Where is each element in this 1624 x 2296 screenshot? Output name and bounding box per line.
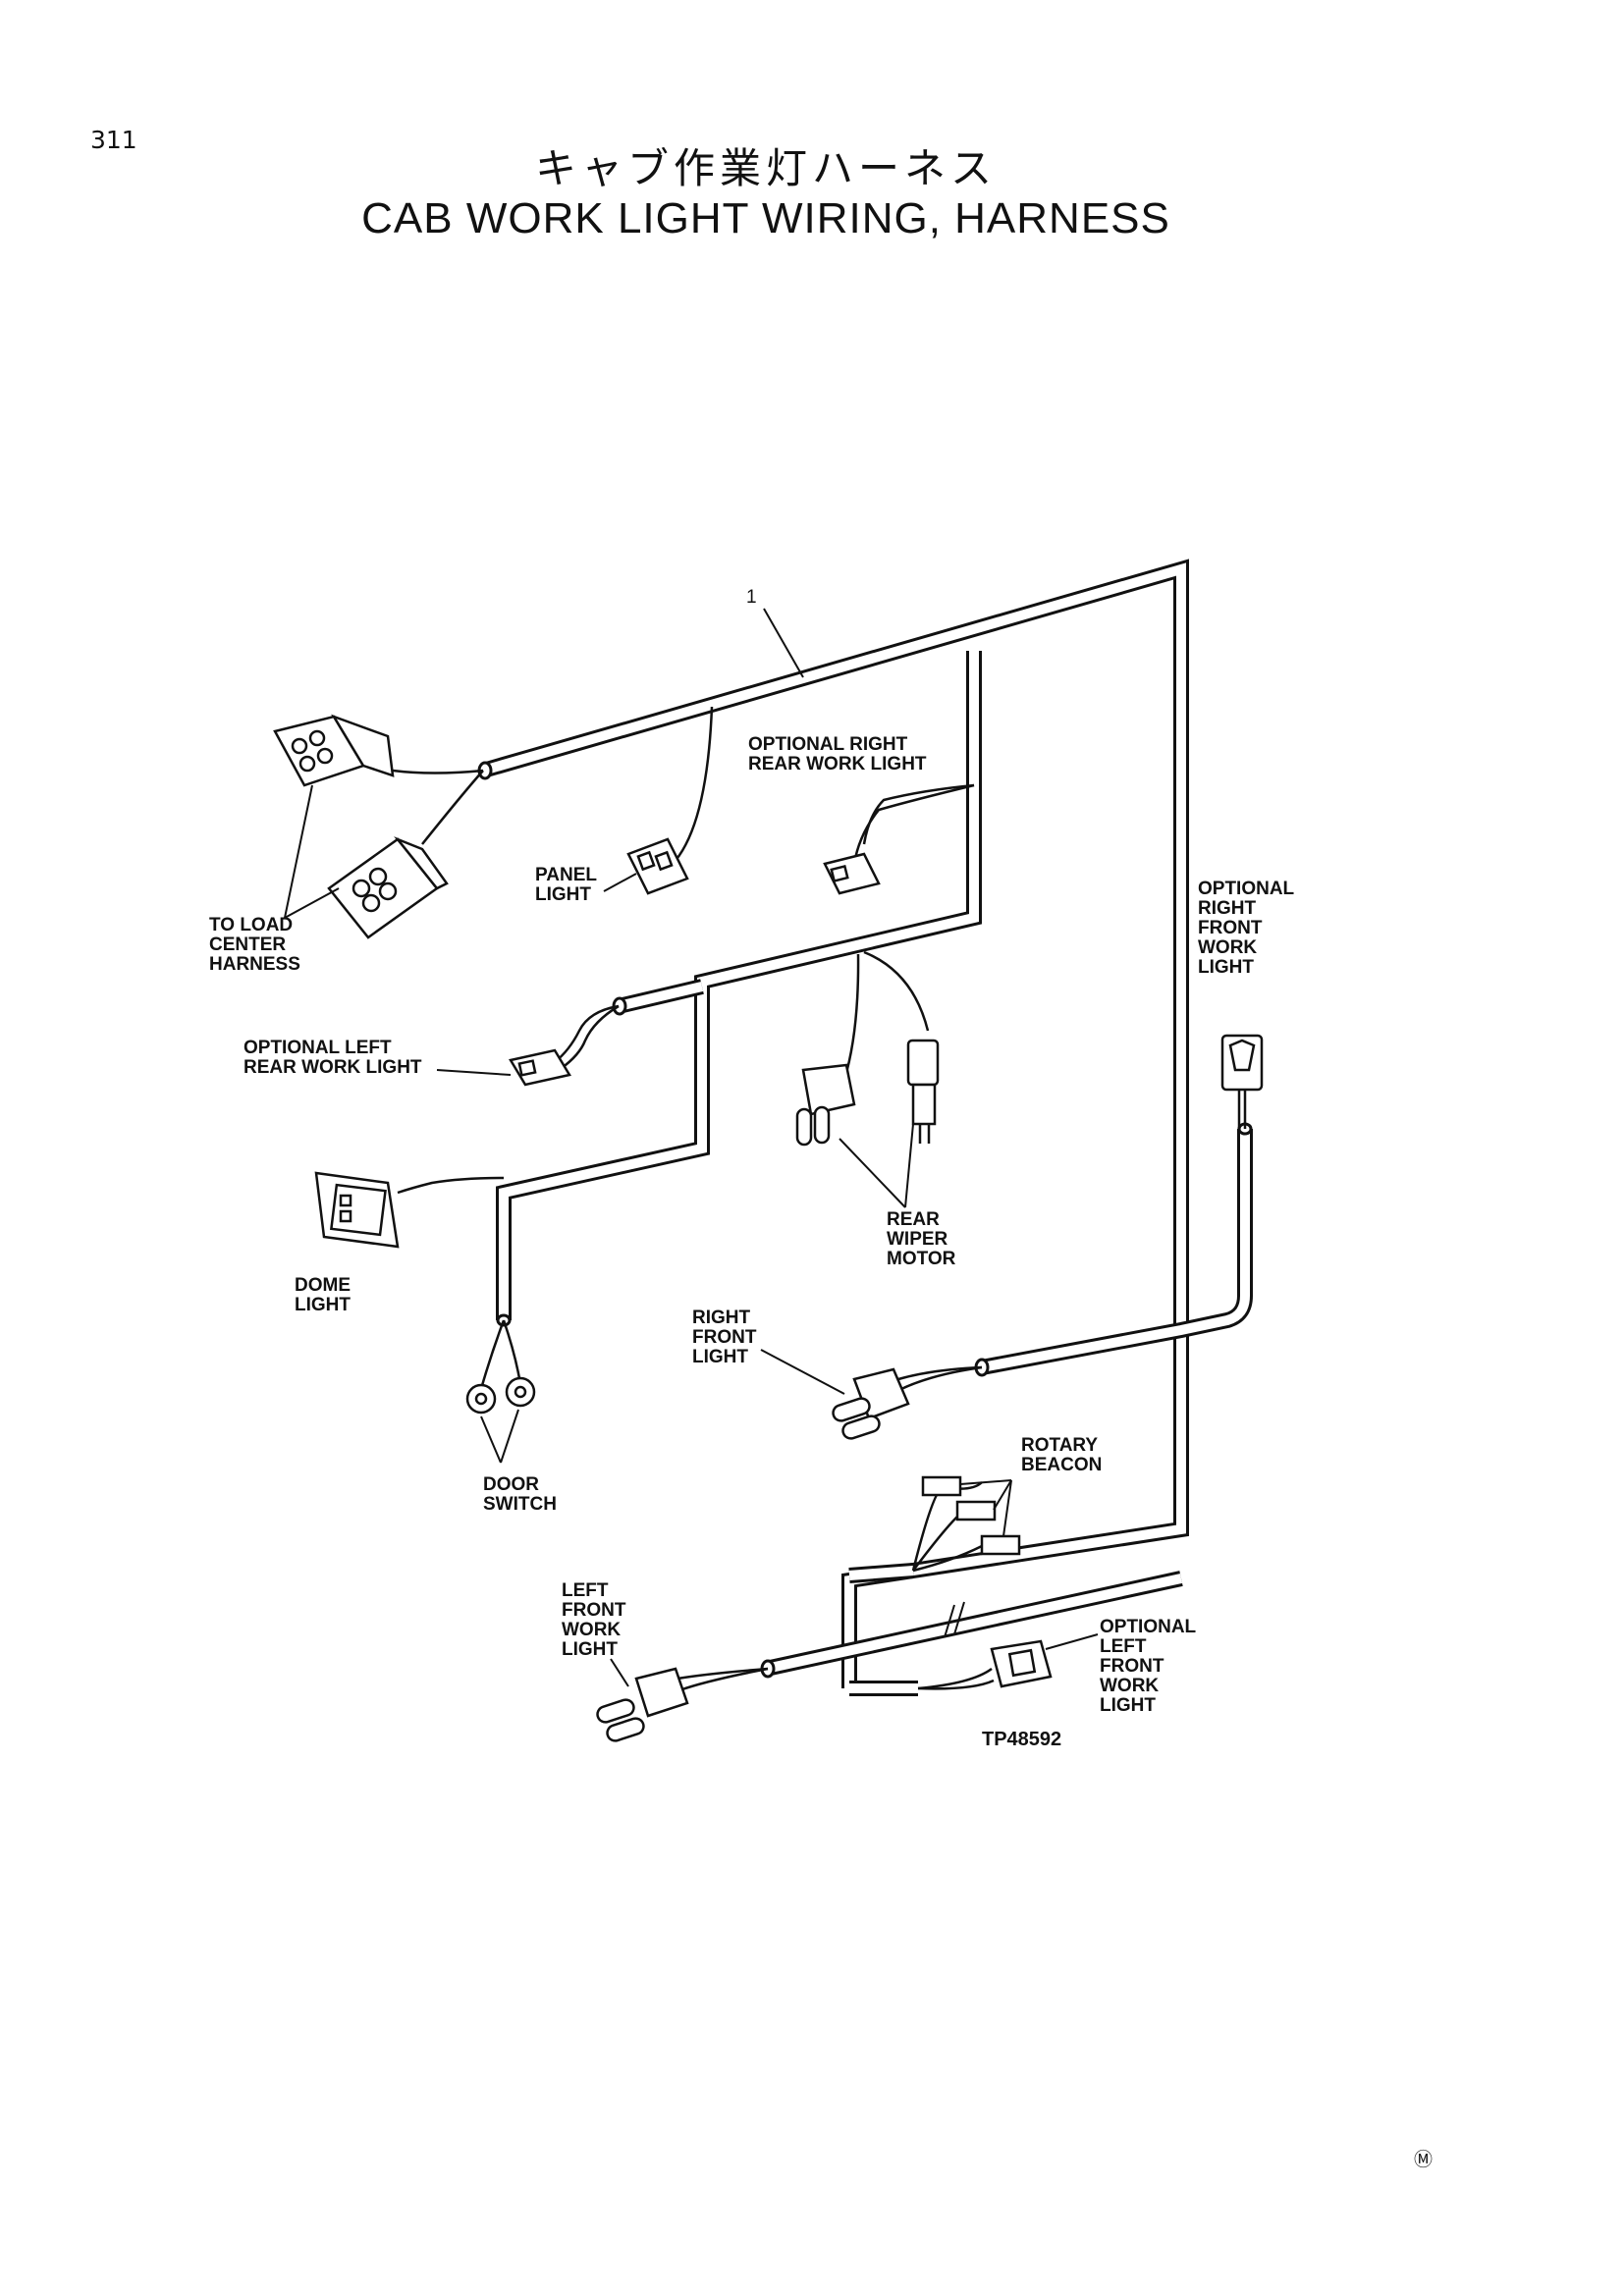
- mark-symbol: Ⓜ: [1414, 2149, 1433, 2170]
- label-right-front-light: RIGHT FRONT LIGHT: [692, 1308, 757, 1367]
- harness-lower: [764, 1563, 1183, 1696]
- harness-break-marks: [944, 1601, 965, 1638]
- label-line: FRONT: [692, 1327, 757, 1348]
- page-title-japanese: キャブ作業灯ハーネス: [534, 144, 997, 192]
- label-line: LIGHT: [1100, 1695, 1156, 1716]
- harness-main-trunk: [480, 559, 1189, 1688]
- right-rear-work-light-connector-icon: [823, 852, 881, 895]
- label-line: REAR WORK LIGHT: [244, 1057, 422, 1078]
- leader-lines: [284, 608, 1099, 1687]
- page-number: 311: [90, 126, 137, 154]
- label-line: LEFT: [562, 1580, 609, 1601]
- label-line: LIGHT: [1198, 957, 1254, 978]
- left-front-optional-connector-icon: [990, 1639, 1053, 1688]
- label-line: OPTIONAL LEFT: [244, 1038, 392, 1058]
- label-line: FRONT: [562, 1600, 626, 1621]
- label-line: SWITCH: [483, 1494, 557, 1515]
- label-line: OPTIONAL: [1100, 1617, 1197, 1637]
- label-line: WORK: [1198, 937, 1257, 958]
- label-optional-right-front-work-light: OPTIONAL RIGHT FRONT WORK LIGHT: [1198, 879, 1295, 978]
- label-line: CENTER: [209, 934, 286, 955]
- label-line: LIGHT: [295, 1295, 351, 1315]
- label-line: REAR WORK LIGHT: [748, 754, 927, 774]
- label-line: ROTARY: [1021, 1435, 1098, 1456]
- label-left-front-work-light: LEFT FRONT WORK LIGHT: [562, 1580, 626, 1660]
- label-line: RIGHT: [1198, 898, 1257, 919]
- harness-right-front: [980, 1129, 1253, 1375]
- label-door-switch: DOOR SWITCH: [483, 1474, 557, 1515]
- label-line: WORK: [1100, 1676, 1159, 1696]
- label-panel-light: PANEL LIGHT: [535, 865, 597, 905]
- load-center-connector-lower-icon: [327, 836, 449, 939]
- rear-wiper-motor-connector-icon: [795, 1039, 940, 1147]
- sleeve-ends: [477, 761, 1253, 1679]
- label-line: LIGHT: [562, 1639, 618, 1660]
- label-line: TO LOAD: [209, 915, 293, 935]
- label-line: REAR: [887, 1209, 940, 1230]
- label-line: LEFT: [1100, 1636, 1147, 1657]
- label-dome-light: DOME LIGHT: [295, 1275, 351, 1315]
- label-line: PANEL: [535, 865, 597, 885]
- dome-light-connector-icon: [314, 1171, 400, 1249]
- label-line: DOME: [295, 1275, 351, 1296]
- label-line: BEACON: [1021, 1455, 1102, 1475]
- rotary-beacon-connector-icon: [921, 1475, 1021, 1556]
- left-rear-work-light-connector-icon: [509, 1048, 571, 1087]
- label-line: FRONT: [1198, 918, 1263, 938]
- label-rotary-beacon: ROTARY BEACON: [1021, 1435, 1102, 1475]
- label-line: LIGHT: [535, 884, 591, 905]
- label-line: LIGHT: [692, 1347, 748, 1367]
- door-switch-terminal-icon: [465, 1376, 536, 1415]
- label-line: FRONT: [1100, 1656, 1164, 1677]
- label-line: WIPER: [887, 1229, 948, 1250]
- label-optional-left-front-work-light: OPTIONAL LEFT FRONT WORK LIGHT: [1100, 1617, 1197, 1716]
- label-to-load-center: TO LOAD CENTER HARNESS: [209, 915, 300, 975]
- panel-light-connector-icon: [626, 837, 689, 895]
- left-front-work-light-connector-icon: [596, 1667, 689, 1742]
- harness-branch-upper: [496, 651, 982, 1320]
- label-optional-right-rear-work-light: OPTIONAL RIGHT REAR WORK LIGHT: [748, 734, 927, 774]
- label-line: WORK: [562, 1620, 621, 1640]
- label-line: OPTIONAL: [1198, 879, 1295, 899]
- label-line: OPTIONAL RIGHT: [748, 734, 908, 755]
- callout-number: 1: [746, 587, 757, 608]
- label-line: DOOR: [483, 1474, 539, 1495]
- label-line: MOTOR: [887, 1249, 956, 1269]
- load-center-connector-upper-icon: [273, 714, 395, 787]
- page-title: CAB WORK LIGHT WIRING, HARNESS: [361, 194, 1170, 242]
- label-rear-wiper-motor: REAR WIPER MOTOR: [887, 1209, 956, 1269]
- label-optional-left-rear-work-light: OPTIONAL LEFT REAR WORK LIGHT: [244, 1038, 422, 1078]
- label-line: RIGHT: [692, 1308, 751, 1328]
- right-front-light-connector-icon: [832, 1367, 910, 1440]
- label-line: HARNESS: [209, 954, 300, 975]
- wires: [392, 706, 1247, 1692]
- right-front-work-light-connector-icon: [1220, 1034, 1264, 1092]
- figure-id: TP48592: [982, 1729, 1061, 1750]
